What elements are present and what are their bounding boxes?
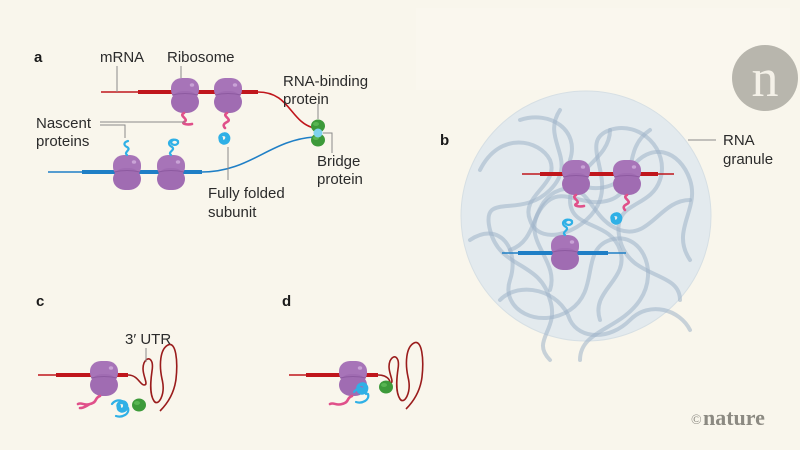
panel-b: b RNA granule <box>440 90 773 362</box>
mrna-blue-tail <box>201 136 315 173</box>
leader-bridge <box>323 132 333 153</box>
nature-wordmark: © nature <box>691 405 765 430</box>
label-fully-folded-2: subunit <box>208 204 257 221</box>
ribosome-icon <box>170 77 200 114</box>
ribosome-icon <box>550 234 580 271</box>
ribosome-icon <box>89 360 119 397</box>
rna-granule <box>460 90 712 342</box>
nascent-protein-cyan <box>123 139 130 157</box>
panel-b-letter: b <box>440 132 449 149</box>
label-nascent-2: proteins <box>36 133 89 150</box>
nascent-protein-pink <box>76 394 102 410</box>
nascent-protein-pink <box>573 193 586 208</box>
ribosome-icon <box>561 159 591 196</box>
ribosome-icon <box>612 159 642 196</box>
label-nascent-1: Nascent <box>36 115 92 132</box>
ribosome-icon <box>156 154 186 191</box>
nature-logo: n <box>732 45 798 111</box>
nascent-protein-pink <box>622 193 630 212</box>
ribosome-icon <box>213 77 243 114</box>
utr-hairpin <box>127 343 178 412</box>
label-bridge-1: Bridge <box>317 153 360 170</box>
label-ribosome: Ribosome <box>167 49 235 66</box>
header-block <box>416 8 790 90</box>
utr-hairpin <box>377 341 424 410</box>
rna-binding-protein-icon <box>132 398 146 412</box>
mrna-red-tail <box>257 91 315 129</box>
logo-circle <box>732 45 798 111</box>
label-rna-binding-1: RNA-binding <box>283 73 368 90</box>
label-fully-folded-1: Fully folded <box>208 185 285 202</box>
panel-c-letter: c <box>36 293 44 310</box>
folded-subunit-icon <box>218 132 231 145</box>
label-rna-granule-2: granule <box>723 151 773 168</box>
panel-d: d <box>282 293 424 410</box>
nascent-protein-pink <box>181 111 194 126</box>
folded-protein-extra <box>352 387 370 404</box>
label-rna-binding-2: protein <box>283 91 329 108</box>
nascent-protein-cyan <box>561 218 574 237</box>
panel-a: a mRNA Ribosome RNA-b <box>34 49 368 221</box>
label-rna-granule-1: RNA <box>723 132 755 149</box>
panel-d-letter: d <box>282 293 291 310</box>
nascent-protein-pink <box>328 394 354 406</box>
folded-protein-icon <box>116 400 129 413</box>
bridge-protein-icon <box>313 128 323 138</box>
copyright-symbol: © <box>691 413 702 428</box>
panel-c: c 3′ UTR <box>36 293 178 418</box>
logo-letter: n <box>752 48 779 108</box>
nascent-protein-cyan <box>167 138 180 157</box>
ribosome-icon <box>112 154 142 191</box>
wordmark-text: nature <box>703 405 765 430</box>
nascent-protein-pink <box>222 111 230 130</box>
leader-nascent-2 <box>100 124 126 138</box>
label-mrna: mRNA <box>100 49 144 66</box>
label-utr: 3′ UTR <box>125 331 171 348</box>
rna-binding-protein-icon <box>379 380 393 394</box>
label-bridge-2: protein <box>317 171 363 188</box>
folded-protein-extra <box>110 399 130 418</box>
panel-a-letter: a <box>34 49 43 66</box>
